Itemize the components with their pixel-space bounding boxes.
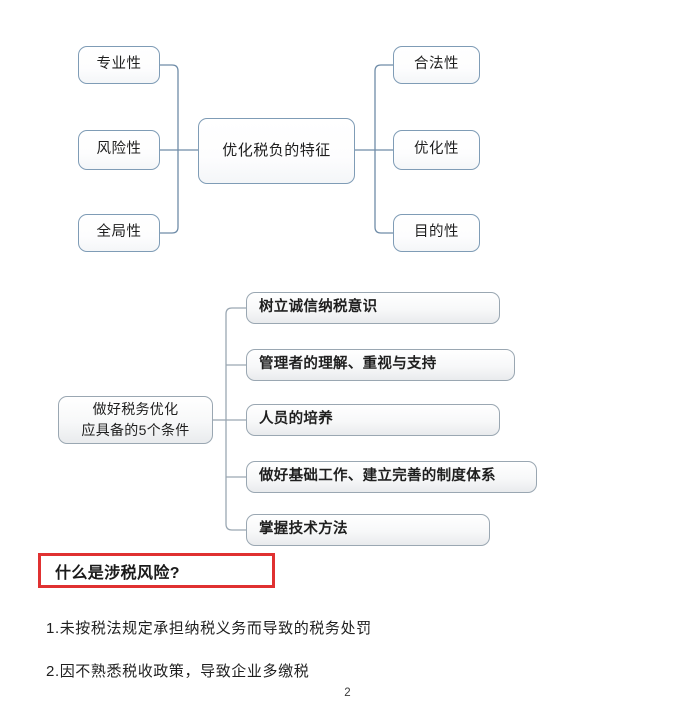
section-heading-box: 什么是涉税风险? [38, 553, 275, 588]
body-line-1: 1.未按税法规定承担纳税义务而导致的税务处罚 [46, 620, 372, 637]
diagram1-center-node-label: 优化税负的特征 [222, 141, 331, 159]
diagram2-item-1[interactable]: 树立诚信纳税意识 [246, 292, 500, 324]
diagram2-item-2[interactable]: 管理者的理解、重视与支持 [246, 349, 515, 381]
diagram2-root-line2: 应具备的5个条件 [81, 422, 190, 438]
diagram1-center-node[interactable]: 优化税负的特征 [198, 118, 355, 184]
body-line-2: 2.因不熟悉税收政策，导致企业多缴税 [46, 663, 310, 680]
right-trunk-path [374, 64, 393, 234]
diagram2-item-1-label: 树立诚信纳税意识 [259, 299, 378, 316]
diagram1-right-node-3-label: 目的性 [414, 224, 459, 241]
diagram1-left-node-3-label: 全局性 [96, 224, 142, 241]
diagram2-item-5[interactable]: 掌握技术方法 [246, 514, 490, 546]
diagram2-item-3[interactable]: 人员的培养 [246, 404, 500, 436]
spine-path [225, 307, 246, 531]
diagram2-item-4-label: 做好基础工作、建立完善的制度体系 [259, 468, 496, 485]
section-heading-text: 什么是涉税风险? [55, 564, 180, 582]
diagram1-right-node-1[interactable]: 合法性 [393, 46, 480, 84]
diagram1-right-node-3[interactable]: 目的性 [393, 214, 480, 252]
diagram2-root-node[interactable]: 做好税务优化 应具备的5个条件 [58, 396, 213, 444]
diagram1-left-node-1-label: 专业性 [96, 56, 142, 73]
diagram1-left-node-1[interactable]: 专业性 [78, 46, 160, 84]
diagram2-item-3-label: 人员的培养 [259, 411, 333, 428]
diagram2-item-2-label: 管理者的理解、重视与支持 [259, 356, 437, 373]
diagram1-right-node-2-label: 优化性 [414, 141, 459, 158]
diagram1-left-node-3[interactable]: 全局性 [78, 214, 160, 252]
diagram1-left-node-2-label: 风险性 [96, 141, 142, 158]
diagram2-item-5-label: 掌握技术方法 [259, 521, 348, 538]
diagram2-item-4[interactable]: 做好基础工作、建立完善的制度体系 [246, 461, 537, 493]
page-number: 2 [344, 687, 351, 699]
diagram1-right-node-1-label: 合法性 [414, 56, 459, 73]
diagram1-left-node-2[interactable]: 风险性 [78, 130, 160, 170]
diagram2-root-line1: 做好税务优化 [92, 401, 179, 417]
left-trunk-path [160, 64, 179, 234]
diagram1-right-node-2[interactable]: 优化性 [393, 130, 480, 170]
